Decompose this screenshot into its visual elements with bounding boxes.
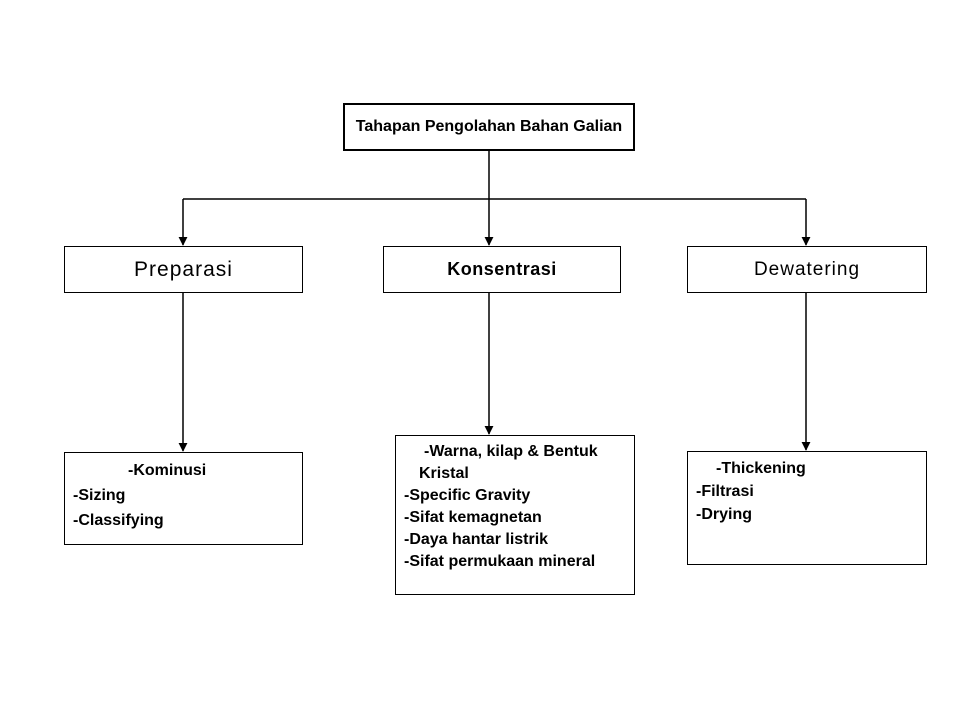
detail-box-dewatering: -Thickening -Filtrasi -Drying: [687, 451, 927, 565]
detail-box-konsentrasi: -Warna, kilap & Bentuk Kristal -Specific…: [395, 435, 635, 595]
detail-line: -Kominusi: [128, 462, 207, 479]
detail-line: -Specific Gravity: [404, 487, 531, 504]
detail-line: -Sifat kemagnetan: [404, 509, 542, 526]
stage-box-preparasi: Preparasi: [64, 246, 303, 293]
root-box-label: Tahapan Pengolahan Bahan Galian: [355, 118, 623, 135]
stage-label-preparasi: Preparasi: [134, 257, 233, 281]
detail-line: -Thickening: [716, 460, 806, 477]
detail-line: -Sifat permukaan mineral: [404, 553, 596, 570]
detail-line: -Filtrasi: [696, 483, 754, 500]
detail-line: -Daya hantar listrik: [404, 531, 549, 548]
stage-label-dewatering: Dewatering: [753, 258, 861, 280]
detail-line: -Warna, kilap & Bentuk: [424, 443, 598, 460]
detail-line: -Sizing: [73, 487, 126, 504]
root-box: Tahapan Pengolahan Bahan Galian: [343, 103, 635, 151]
detail-line: Kristal: [419, 465, 469, 482]
detail-line: -Drying: [696, 506, 752, 523]
stage-box-dewatering: Dewatering: [687, 246, 927, 293]
stage-label-konsentrasi: Konsentrasi: [447, 259, 557, 279]
detail-line: -Classifying: [73, 512, 164, 529]
detail-box-preparasi: -Kominusi -Sizing -Classifying: [64, 452, 303, 545]
stage-box-konsentrasi: Konsentrasi: [383, 246, 621, 293]
